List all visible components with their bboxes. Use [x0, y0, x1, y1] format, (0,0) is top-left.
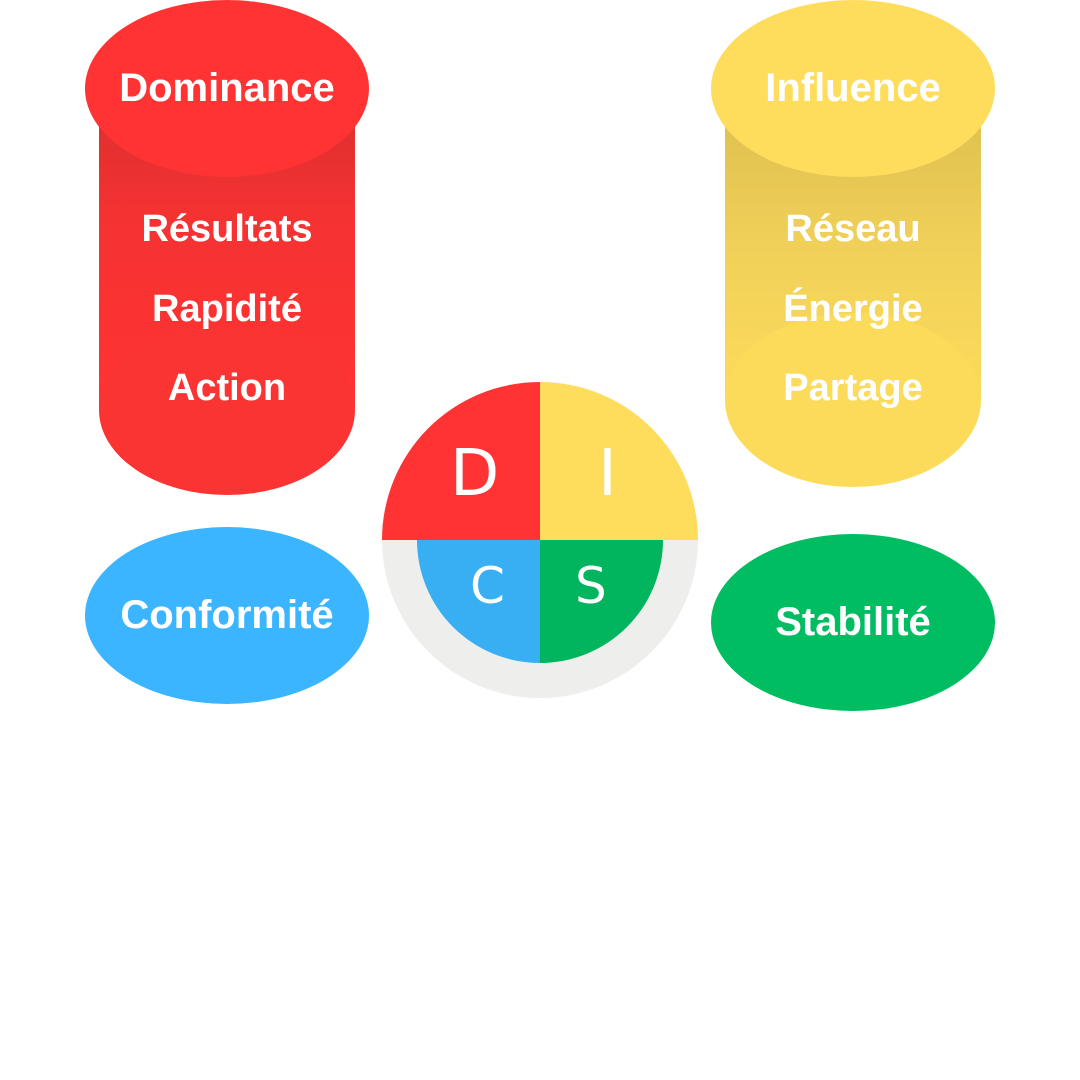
wheel-d-quadrant: [382, 382, 540, 540]
influence-cylinder-bottom: [725, 313, 981, 487]
wheel-c-quadrant: [417, 540, 540, 663]
influence-item: Réseau: [785, 208, 921, 250]
wheel-letter-d: D: [450, 437, 500, 511]
influence-title: Influence: [711, 0, 995, 177]
dominance-title: Dominance: [85, 0, 369, 177]
dominance-cylinder-bottom: [99, 325, 355, 495]
stabilite-ellipse: Stabilité: [711, 534, 995, 711]
influence-item: Partage: [783, 367, 923, 409]
wheel-letter-s: S: [575, 557, 607, 615]
wheel-i-quadrant: [540, 382, 698, 540]
dominance-item: Rapidité: [152, 288, 302, 330]
influence-item: Énergie: [783, 288, 923, 330]
wheel-letter-c: C: [470, 557, 505, 615]
conformite-ellipse: Conformité: [85, 527, 369, 704]
dominance-item: Action: [167, 367, 287, 409]
dominance-item: Résultats: [141, 208, 313, 250]
wheel-letter-i: I: [598, 437, 617, 511]
disc-wheel: [382, 382, 698, 698]
wheel-s-quadrant: [540, 540, 663, 663]
